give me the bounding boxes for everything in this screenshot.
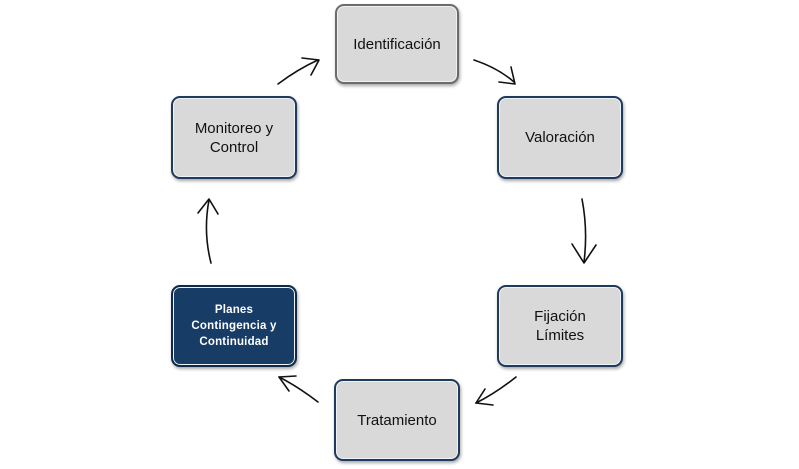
node-fijacion-limites: Fijación Límites: [497, 285, 623, 367]
arrow-monitoreo-to-identificacion: [277, 59, 319, 85]
node-tratamiento: Tratamiento: [334, 379, 460, 461]
arrow-fijacion-to-tratamiento: [475, 376, 517, 404]
node-identificacion: Identificación: [335, 4, 459, 84]
arrow-valoracion-to-fijacion: [581, 198, 587, 263]
arrow-planes-to-monitoreo: [205, 199, 212, 264]
node-valoracion: Valoración: [497, 96, 623, 179]
arrow-identificacion-to-valoracion: [473, 59, 515, 83]
arrowhead-tratamiento-to-planes: [278, 375, 297, 392]
node-monitoreo-control: Monitoreo y Control: [171, 96, 297, 179]
node-planes-contingencia-continuidad: Planes Contingencia y Continuidad: [171, 285, 297, 367]
arrow-tratamiento-to-planes: [278, 376, 319, 403]
arrowhead-valoracion-to-fijacion: [571, 243, 597, 264]
arrowhead-monitoreo-to-identificacion: [301, 57, 320, 76]
arrowhead-fijacion-to-tratamiento: [475, 388, 494, 406]
arrowhead-identificacion-to-valoracion: [498, 66, 516, 85]
arrowhead-planes-to-monitoreo: [197, 198, 219, 215]
